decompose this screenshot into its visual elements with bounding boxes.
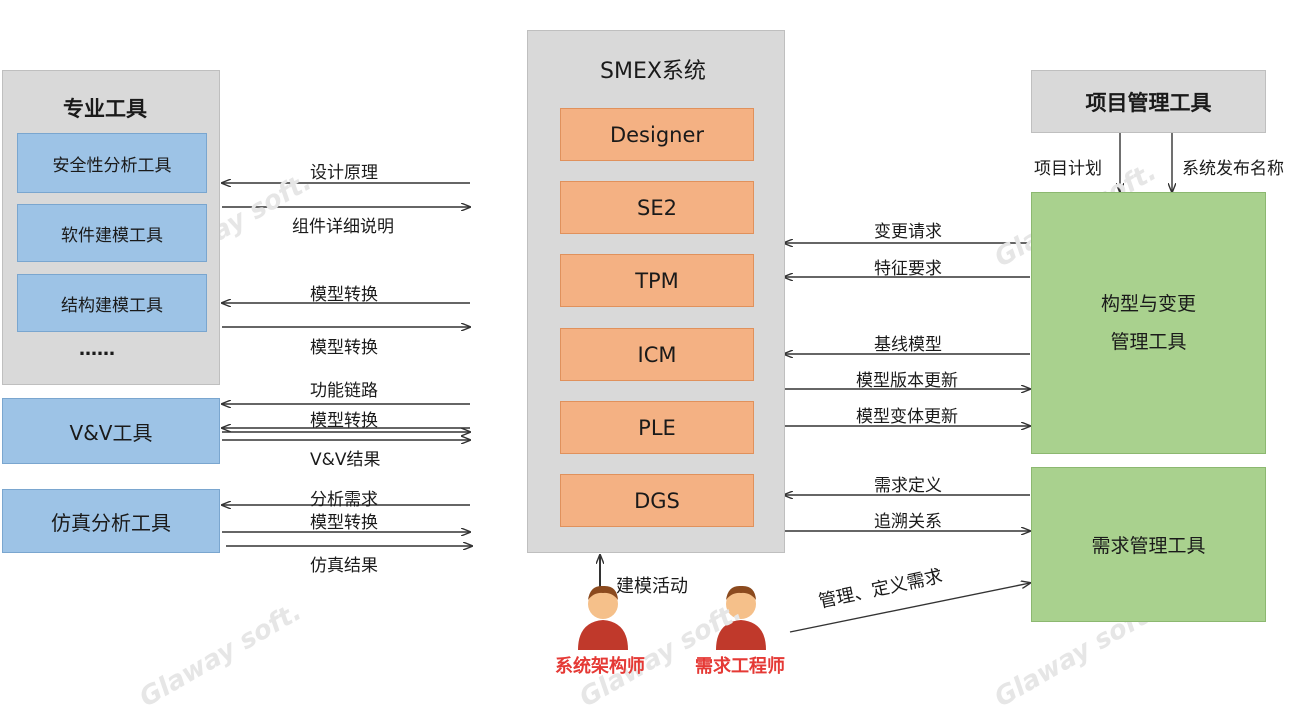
config-tool: 构型与变更 管理工具 — [1031, 192, 1266, 454]
pm-label-release: 系统发布名称 — [1182, 159, 1284, 179]
architect-person-icon — [578, 585, 628, 650]
sim-tool: 仿真分析工具 — [2, 489, 220, 553]
sim-tool-label: 仿真分析工具 — [51, 510, 171, 535]
pm-tool-label: 项目管理工具 — [1085, 90, 1212, 115]
label-component-detail: 组件详细说明 — [292, 217, 394, 237]
label-model-conv-1: 模型转换 — [310, 285, 378, 305]
module-designer: Designer — [560, 108, 754, 161]
req-tool: 需求管理工具 — [1031, 467, 1266, 622]
module-label: TPM — [635, 268, 679, 293]
module-se2: SE2 — [560, 181, 754, 234]
label-design-principle: 设计原理 — [310, 163, 378, 183]
tool-label: 安全性分析工具 — [52, 155, 172, 176]
module-dgs: DGS — [560, 474, 754, 527]
label-feature-req: 特征要求 — [874, 259, 942, 279]
module-label: DGS — [634, 488, 680, 513]
vv-tool-label: V&V工具 — [69, 420, 153, 445]
role-req-engineer: 需求工程师 — [695, 656, 785, 677]
pm-tool: 项目管理工具 — [1031, 70, 1266, 133]
config-tool-label-1: 构型与变更 — [1100, 293, 1196, 315]
label-func-chain: 功能链路 — [310, 381, 378, 401]
module-label: SE2 — [637, 195, 677, 220]
label-model-conv-2: 模型转换 — [310, 338, 378, 358]
label-model-version-update: 模型版本更新 — [856, 371, 958, 391]
pro-tools-title: 专业工具 — [63, 97, 147, 121]
tool-safety-analysis: 安全性分析工具 — [17, 133, 207, 193]
role-architect: 系统架构师 — [555, 656, 645, 677]
module-tpm: TPM — [560, 254, 754, 307]
label-req-definition: 需求定义 — [874, 476, 942, 496]
engineer-person-icon — [716, 585, 766, 650]
req-tool-label: 需求管理工具 — [1091, 535, 1206, 557]
tool-label: 软件建模工具 — [61, 225, 163, 246]
label-vv-result: V&V结果 — [310, 450, 381, 470]
ellipsis: …… — [79, 339, 115, 360]
label-model-conv-4: 模型转换 — [310, 513, 378, 533]
label-trace-relation: 追溯关系 — [874, 512, 942, 532]
smex-system-panel: SMEX系统 Designer SE2 TPM ICM PLE DGS — [527, 30, 785, 553]
label-modeling-activity: 建模活动 — [616, 576, 688, 597]
label-analysis-req: 分析需求 — [310, 490, 378, 510]
module-label: PLE — [638, 415, 676, 440]
arrow-manage-define-req — [789, 583, 1030, 633]
module-icm: ICM — [560, 328, 754, 381]
label-sim-result: 仿真结果 — [310, 556, 378, 576]
label-model-variant-update: 模型变体更新 — [856, 407, 958, 427]
tool-label: 结构建模工具 — [61, 295, 163, 316]
label-baseline-model: 基线模型 — [874, 335, 942, 355]
config-tool-label-2: 管理工具 — [1110, 331, 1187, 353]
vv-tool: V&V工具 — [2, 398, 220, 464]
module-label: Designer — [609, 122, 705, 147]
smex-title: SMEX系统 — [600, 59, 706, 84]
pm-label-plan: 项目计划 — [1034, 159, 1102, 179]
label-change-request: 变更请求 — [874, 222, 942, 242]
tool-structure-modeling: 结构建模工具 — [17, 274, 207, 332]
module-ple: PLE — [560, 401, 754, 454]
module-label: ICM — [637, 342, 677, 367]
pro-tools-panel: 专业工具 安全性分析工具 软件建模工具 结构建模工具 …… — [2, 70, 220, 385]
tool-software-modeling: 软件建模工具 — [17, 204, 207, 262]
label-model-conv-3: 模型转换 — [310, 411, 378, 431]
